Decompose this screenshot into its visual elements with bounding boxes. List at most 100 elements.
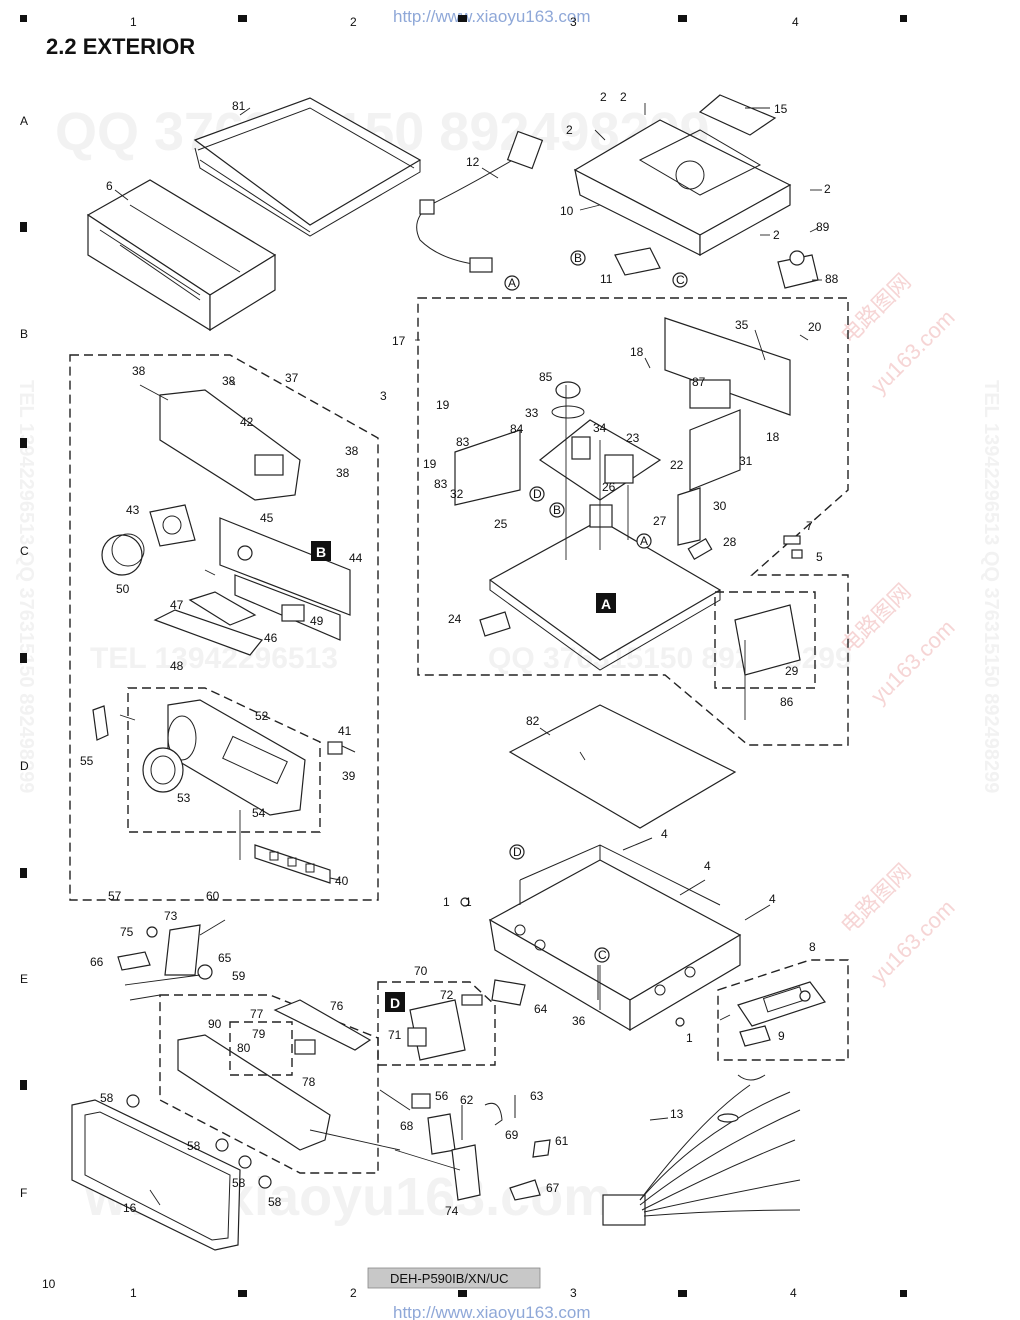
grid-row-c: C — [20, 544, 29, 558]
label-35: 35 — [735, 318, 749, 332]
label-20: 20 — [808, 320, 822, 334]
part-13-harness — [602, 1074, 801, 1226]
label-71: 71 — [388, 1028, 402, 1042]
label-69: 69 — [505, 1128, 519, 1142]
page-title: 2.2 EXTERIOR — [46, 34, 195, 59]
label-2: 2 — [824, 182, 831, 196]
part-70-board — [407, 994, 483, 1061]
label-8: 8 — [809, 940, 816, 954]
label-56: 56 — [435, 1089, 449, 1103]
grid-col-1-bottom: 1 — [130, 1286, 137, 1300]
part-47-48-window — [153, 591, 264, 656]
label-44: 44 — [349, 551, 363, 565]
part-53-ring — [142, 747, 184, 793]
part-73-bracket — [117, 924, 213, 980]
label-24: 24 — [448, 612, 462, 626]
label-41: 41 — [338, 724, 352, 738]
svg-text:D: D — [390, 995, 400, 1011]
callout-a-1: A — [504, 275, 520, 291]
section-a-outline — [417, 297, 849, 746]
grid-col-3-bottom: 3 — [570, 1286, 577, 1300]
label-90: 90 — [208, 1017, 222, 1031]
label-58: 58 — [100, 1091, 114, 1105]
part-labels: 1 1 1 2 2 2 2 2 3 4 4 4 5 6 7 8 9 10 11 … — [80, 90, 839, 1218]
label-17: 17 — [392, 334, 406, 348]
part-46-49 — [234, 574, 341, 641]
grid-row-a: A — [20, 114, 28, 128]
label-26: 26 — [602, 480, 616, 494]
label-23: 23 — [626, 431, 640, 445]
label-43: 43 — [126, 503, 140, 517]
grid-mark — [678, 1290, 687, 1297]
callout-c-1: C — [672, 272, 688, 288]
label-63: 63 — [530, 1089, 544, 1103]
section-37-outline — [69, 354, 379, 901]
section-label-a: A — [596, 593, 616, 613]
label-79: 79 — [252, 1027, 266, 1041]
label-6: 6 — [106, 179, 113, 193]
label-53: 53 — [177, 791, 191, 805]
callout-d-1: D — [529, 486, 545, 502]
part-8-outline — [717, 959, 849, 1061]
label-58: 58 — [232, 1176, 246, 1190]
label-83: 83 — [434, 477, 448, 491]
label-73: 73 — [164, 909, 178, 923]
part-40-keyboard — [254, 844, 331, 884]
label-34: 34 — [593, 421, 607, 435]
label-36: 36 — [572, 1014, 586, 1028]
label-4: 4 — [769, 892, 776, 906]
grid-row-f: F — [20, 1186, 27, 1200]
part-29-board — [734, 604, 801, 676]
section-70-outline — [377, 981, 496, 1066]
label-54: 54 — [252, 806, 266, 820]
label-2: 2 — [600, 90, 607, 104]
label-58: 58 — [268, 1195, 282, 1209]
grid-row-e: E — [20, 972, 28, 986]
label-27: 27 — [653, 514, 667, 528]
svg-text:A: A — [508, 276, 516, 290]
grid-mark — [20, 868, 27, 878]
label-82: 82 — [526, 714, 540, 728]
callout-a-2: A — [636, 533, 652, 549]
part-6-mounting-sleeve — [86, 179, 277, 332]
grid-bottom: 1 2 3 4 — [130, 1286, 907, 1300]
watermark-red-cn-3: 电路图网 — [836, 859, 916, 939]
label-39: 39 — [342, 769, 356, 783]
label-50: 50 — [116, 582, 130, 596]
grid-top: 1 2 3 4 — [20, 15, 907, 29]
grid-row-b: B — [20, 327, 28, 341]
label-89: 89 — [816, 220, 830, 234]
grid-mark — [678, 15, 687, 22]
label-40: 40 — [335, 874, 349, 888]
label-81: 81 — [232, 99, 246, 113]
label-29: 29 — [785, 664, 799, 678]
part-86-outline — [714, 591, 816, 689]
label-32: 32 — [450, 487, 464, 501]
screws-58 — [126, 1094, 272, 1189]
label-10: 10 — [560, 204, 574, 218]
label-42: 42 — [240, 415, 254, 429]
label-3: 3 — [380, 389, 387, 403]
section-label-d: D — [385, 992, 405, 1012]
label-59: 59 — [232, 969, 246, 983]
label-46: 46 — [264, 631, 278, 645]
grid-mark — [900, 1290, 907, 1297]
label-1: 1 — [443, 895, 450, 909]
grid-mark — [20, 1080, 27, 1090]
grid-mark — [20, 15, 27, 22]
part-42-front-chassis — [159, 389, 301, 501]
watermark-layer: QQ 376315150 892498299 TEL 13942296513 Q… — [15, 102, 1002, 1227]
label-55: 55 — [80, 754, 94, 768]
label-52: 52 — [255, 709, 269, 723]
label-61: 61 — [555, 1134, 569, 1148]
label-48: 48 — [170, 659, 184, 673]
grid-mark — [458, 1290, 467, 1297]
grid-mark — [238, 15, 247, 22]
label-74: 74 — [445, 1204, 459, 1218]
label-18: 18 — [766, 430, 780, 444]
label-84: 84 — [510, 422, 524, 436]
part-main-pcb — [454, 317, 791, 671]
watermark-side-left: TEL 13942296513 QQ 376315150 892498299 — [15, 380, 37, 793]
part-82-insulator — [508, 704, 737, 829]
